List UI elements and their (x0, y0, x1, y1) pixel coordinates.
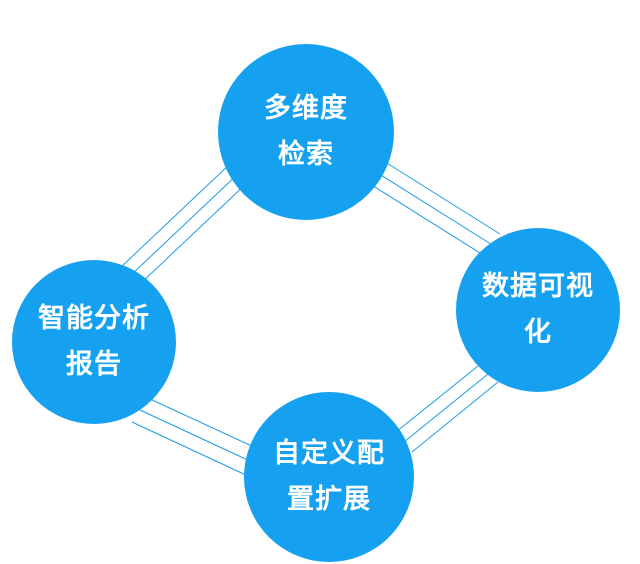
connector-top-left (119, 161, 249, 285)
connector-right-bottom (395, 365, 499, 453)
connector-top-right (369, 159, 501, 259)
node-data-visualization: 数据可视 化 (456, 228, 620, 392)
node-intelligent-analysis-report: 智能分析 报告 (12, 260, 176, 424)
node-multidimensional-search: 多维度 检索 (218, 44, 394, 220)
node-bottom-line2: 置扩展 (287, 484, 371, 515)
connector-left-bottom (131, 397, 257, 477)
node-bottom-line1: 自定义配 (273, 438, 385, 469)
node-top-line2: 检索 (278, 139, 334, 170)
node-right-line1: 数据可视 (482, 271, 594, 302)
node-left-line2: 报告 (66, 349, 122, 380)
node-top-line1: 多维度 (264, 93, 348, 124)
node-right-line2: 化 (524, 317, 552, 348)
node-left-line1: 智能分析 (38, 303, 150, 334)
node-custom-configuration-extension: 自定义配 置扩展 (244, 392, 414, 562)
